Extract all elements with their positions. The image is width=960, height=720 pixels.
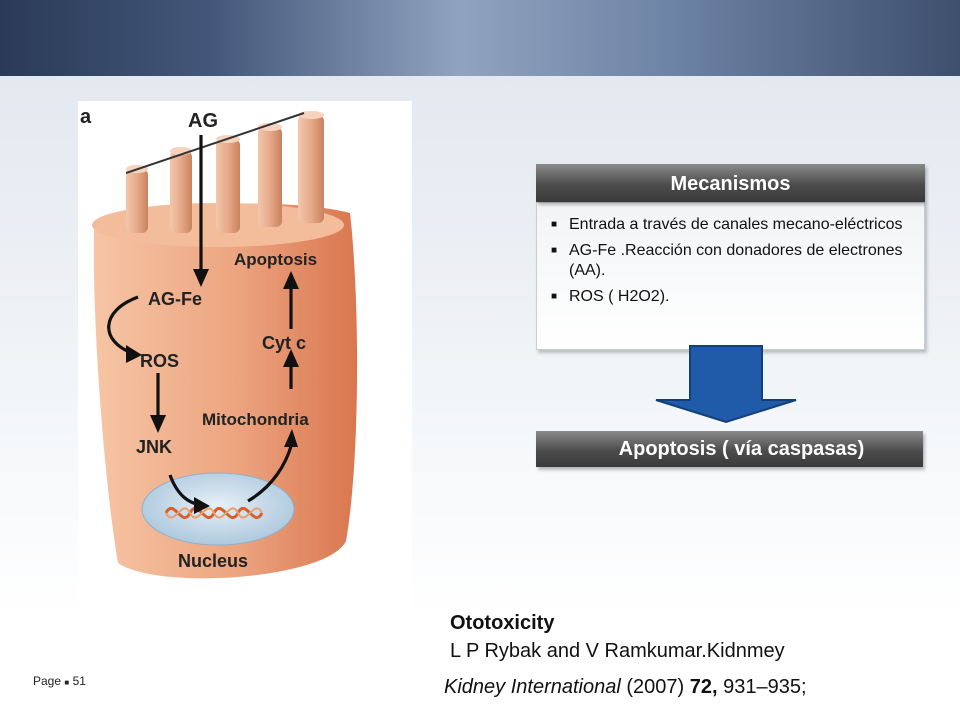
- label-ag: AG: [188, 110, 218, 132]
- tip-link: [125, 112, 305, 174]
- citation-journal: Kidney International: [444, 676, 621, 698]
- label-mitochondria: Mitochondria: [202, 410, 309, 429]
- citation-year: (2007): [626, 676, 685, 698]
- label-ag-fe: AG-Fe: [148, 289, 202, 309]
- apoptosis-result-box: Apoptosis ( vía caspasas): [536, 431, 923, 467]
- mechanism-item: ■AG-Fe .Reacción con donadores de electr…: [551, 242, 903, 279]
- mechanisms-header: Mecanismos: [536, 164, 925, 202]
- label-ros: ROS: [140, 351, 179, 371]
- slide-header-banner: [0, 0, 960, 76]
- ototoxicity-figure: a AG AG-Fe ROS JNK Nucleus Apoptosis Cyt…: [78, 101, 412, 613]
- mechanisms-box: ■Entrada a través de canales mecano-eléc…: [536, 202, 925, 350]
- down-arrow-icon: [655, 345, 797, 424]
- citation-volume: 72,: [689, 676, 718, 698]
- citation-reference: Kidney International (2007) 72, 931–935;: [444, 676, 807, 699]
- bullet-icon: ■: [551, 219, 558, 230]
- stereocilia: [126, 111, 324, 233]
- bullet-icon: ■: [551, 291, 558, 302]
- citation-pages: 931–935;: [723, 676, 807, 698]
- mechanism-item: ■Entrada a través de canales mecano-eléc…: [551, 216, 903, 233]
- mechanism-item: ■ROS ( H2O2).: [551, 288, 670, 305]
- page-number: Page ■ 51: [33, 674, 86, 688]
- label-nucleus: Nucleus: [178, 551, 248, 571]
- bullet-icon: ■: [64, 678, 70, 687]
- mechanisms-title: Mecanismos: [670, 173, 791, 195]
- label-cyt-c: Cyt c: [262, 333, 306, 353]
- hair-cell-diagram: a AG AG-Fe ROS JNK Nucleus Apoptosis Cyt…: [80, 106, 358, 579]
- bullet-icon: ■: [551, 245, 558, 256]
- citation-title: Ototoxicity: [450, 612, 555, 634]
- label-jnk: JNK: [136, 437, 172, 457]
- label-apoptosis: Apoptosis: [234, 250, 317, 269]
- citation-authors: L P Rybak and V Ramkumar.Kidnmey: [450, 640, 785, 662]
- mechanisms-list: ■Entrada a través de canales mecano-eléc…: [551, 215, 914, 313]
- apoptosis-result-label: Apoptosis ( vía caspasas): [618, 438, 865, 460]
- panel-letter: a: [80, 106, 92, 128]
